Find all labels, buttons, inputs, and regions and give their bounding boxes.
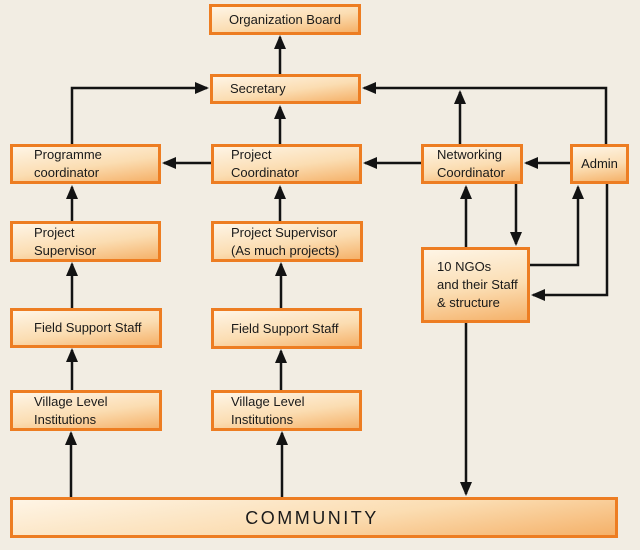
node-label: & structure [437, 295, 500, 310]
node-label: Project [231, 147, 272, 162]
node-label: Coordinator [437, 165, 505, 180]
node-label: Coordinator [231, 165, 299, 180]
node-label: Admin [581, 156, 618, 171]
node-label: Project Supervisor [231, 224, 338, 240]
node-organization-board: Organization Board [209, 4, 361, 35]
node-secretary: Secretary [210, 74, 361, 104]
node-label: Networking [437, 147, 503, 162]
node-networking-coordinator: Networking Coordinator [421, 144, 523, 184]
node-community: COMMUNITY [10, 497, 618, 538]
arrow-admin-to-ngos [531, 184, 609, 301]
node-label: Village Level [231, 393, 305, 409]
node-label: Supervisor [34, 242, 97, 258]
node-project-supervisor-left: Project Supervisor [10, 221, 161, 262]
node-label: Field Support Staff [231, 320, 339, 336]
node-label: coordinator [34, 165, 100, 180]
node-label: Project [34, 224, 75, 240]
arrow-admin-to-secretary [362, 82, 608, 144]
node-village-level-institutions-left: Village Level Institutions [10, 390, 162, 431]
node-label: 10 NGOs [437, 259, 492, 274]
node-label: Organization Board [228, 11, 341, 27]
node-admin: Admin [570, 144, 629, 184]
node-field-support-staff-left: Field Support Staff [10, 308, 162, 348]
node-ngos: 10 NGOs and their Staff & structure [421, 247, 530, 323]
node-label: COMMUNITY [245, 507, 379, 528]
node-village-level-institutions-mid: Village Level Institutions [211, 390, 362, 431]
node-label: Field Support Staff [34, 320, 142, 335]
node-field-support-staff-mid: Field Support Staff [211, 308, 362, 349]
node-project-coordinator: Project Coordinator [211, 144, 362, 184]
node-programme-coordinator: Programme coordinator [10, 144, 161, 184]
node-label: (As much projects) [231, 242, 340, 258]
node-label: Secretary [230, 81, 286, 96]
arrow-programme-coordinator-to-secretary [70, 82, 209, 144]
node-label: Village Level [34, 393, 108, 409]
node-label: Programme [34, 147, 102, 162]
node-label: Institutions [231, 411, 294, 427]
node-label: Institutions [34, 411, 97, 427]
arrow-ngos-to-admin [530, 185, 584, 267]
node-label: and their Staff [437, 277, 518, 292]
node-project-supervisor-mid: Project Supervisor (As much projects) [211, 221, 363, 262]
